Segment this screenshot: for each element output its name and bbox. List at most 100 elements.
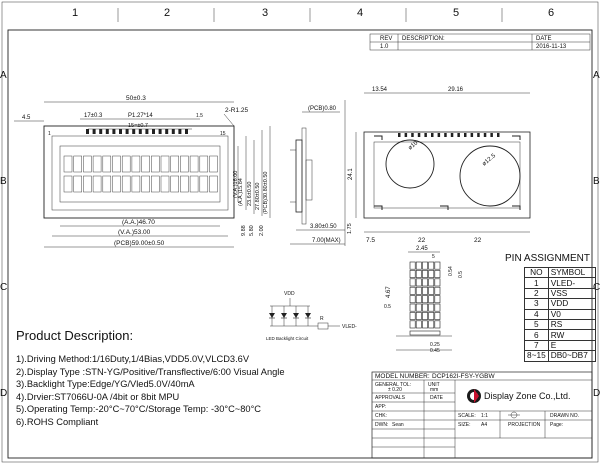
pin-pad bbox=[138, 129, 142, 134]
tb-model-label: MODEL NUMBER: bbox=[375, 373, 430, 380]
pixel-dot bbox=[428, 278, 435, 287]
pin-header-symbol: SYMBOL bbox=[547, 266, 597, 279]
pin-pad bbox=[125, 129, 129, 134]
rev-date-header: DATE bbox=[536, 36, 552, 42]
back-pin bbox=[464, 133, 467, 137]
col-4: 4 bbox=[357, 7, 363, 19]
pin-no: 7 bbox=[524, 339, 549, 352]
back-pin bbox=[437, 133, 441, 137]
product-description: Product Description: 1).Driving Method:1… bbox=[16, 328, 346, 429]
back-pin bbox=[424, 133, 427, 137]
led-icon bbox=[305, 313, 311, 318]
pixel-dot bbox=[422, 286, 428, 295]
col-6: 6 bbox=[548, 7, 554, 19]
char-cell bbox=[151, 175, 160, 193]
pixel-dot bbox=[415, 286, 422, 295]
mount-tab bbox=[374, 135, 383, 140]
mount-tab bbox=[512, 205, 521, 210]
pin-pad bbox=[152, 129, 155, 134]
dim-pix-h: 0.45 bbox=[430, 348, 440, 354]
pixel-dot bbox=[428, 320, 435, 329]
pin-symbol: VLED- bbox=[547, 277, 597, 289]
dim-pix-e: 4.67 bbox=[386, 286, 392, 298]
pin-symbol: RW bbox=[547, 329, 597, 341]
description-heading: Product Description: bbox=[16, 328, 134, 343]
side-view: (PCB)0.80 3.80±0.50 7.00(MAX) bbox=[290, 100, 346, 246]
char-cell bbox=[160, 155, 170, 173]
tb-page: Page: bbox=[550, 422, 563, 428]
pixel-dot bbox=[428, 261, 435, 270]
char-cell bbox=[102, 175, 112, 193]
char-cell bbox=[209, 155, 218, 173]
revision-block: REV DESCRIPTION: DATE 1.0 2016-11-13 bbox=[369, 33, 591, 51]
char-cell bbox=[102, 155, 112, 173]
pixel-dot bbox=[422, 303, 428, 312]
pin-pad bbox=[92, 129, 96, 134]
dim-d4: 1.75 bbox=[347, 223, 353, 234]
pin-symbol: DB0~DB7 bbox=[547, 350, 597, 362]
dim-va-width: (V.A.)53.00 bbox=[118, 229, 151, 236]
pin-pad bbox=[158, 129, 162, 134]
dim-hole1: ø10 bbox=[407, 140, 419, 152]
pixel-dot bbox=[409, 270, 416, 278]
pixel-dot bbox=[434, 312, 441, 320]
dim-h2: 27.80±0.50 bbox=[255, 183, 261, 211]
char-cell bbox=[92, 155, 102, 173]
tb-dwn-val: Sean bbox=[392, 422, 404, 428]
front-view: 1 15 50±0.3 P1.27*14 15=±0.7 17±0.3 4.5 … bbox=[14, 95, 353, 248]
dim-aa-width: (A.A.)46.70 bbox=[122, 219, 155, 226]
tb-app: APP: bbox=[375, 404, 386, 410]
back-pin bbox=[483, 133, 487, 137]
description-item: 3).Backlight Type:Edge/YG/Vled5.0V/40mA bbox=[16, 379, 195, 390]
dim-pix-d: 0.54 bbox=[448, 266, 454, 276]
pin-pad bbox=[145, 129, 149, 134]
tb-company: Display Zone Co.,Ltd. bbox=[484, 391, 571, 401]
dim-back-c: 24.1 bbox=[348, 168, 354, 180]
pixel-dot bbox=[409, 261, 416, 270]
dim-pin-pitch: P1.27*14 bbox=[128, 113, 153, 119]
pin-symbol: VDD bbox=[547, 298, 597, 310]
char-cell bbox=[209, 175, 218, 193]
back-pin bbox=[411, 133, 414, 137]
tb-size: SIZE: bbox=[458, 422, 471, 428]
dim-pitch-val: 1.5 bbox=[196, 113, 203, 119]
row-b-right: B bbox=[593, 176, 600, 187]
led-icon bbox=[293, 313, 299, 318]
pin-pad bbox=[112, 129, 116, 134]
back-pin bbox=[450, 133, 454, 137]
row-c-right: C bbox=[593, 282, 600, 293]
bezel-outline bbox=[51, 135, 229, 211]
pixel-dot bbox=[409, 278, 416, 287]
mount-tab bbox=[512, 135, 521, 140]
pin-pad bbox=[86, 129, 89, 134]
back-pin bbox=[497, 133, 500, 137]
dim-back-d: 7.5 bbox=[366, 237, 375, 244]
backlight-circuit: VDD R VLED- LED Backlight Circuit bbox=[266, 291, 357, 341]
dim-corner-radius: 2-R1.25 bbox=[225, 107, 249, 114]
pixel-dot bbox=[422, 278, 428, 287]
pixel-dot bbox=[422, 295, 428, 304]
char-cell bbox=[112, 175, 121, 193]
rev-date: 2016-11-13 bbox=[536, 44, 567, 50]
dim-d3: 2.00 bbox=[259, 225, 265, 236]
description-item: 1).Driving Method:1/16Duty,1/4Bias,VDD5.… bbox=[16, 354, 250, 364]
back-pin bbox=[490, 133, 493, 137]
dim-back-a: 13.54 bbox=[372, 87, 388, 93]
dim-pin-offset: 17±0.3 bbox=[84, 113, 103, 119]
col-3: 3 bbox=[262, 7, 268, 19]
pin-symbol: V0 bbox=[547, 308, 597, 320]
pixel-dot bbox=[428, 295, 435, 304]
pin-no: 2 bbox=[524, 287, 549, 300]
col-1: 1 bbox=[72, 7, 78, 19]
pin-no: 8~15 bbox=[524, 350, 549, 362]
pixel-dot bbox=[434, 278, 441, 287]
pin-symbol: E bbox=[547, 339, 597, 352]
dim-back-b: 29.16 bbox=[448, 87, 464, 93]
bl-caption: LED Backlight Circuit bbox=[266, 336, 309, 341]
pixel-dot bbox=[434, 270, 441, 278]
tb-dwn: DWN: bbox=[375, 422, 388, 428]
pixel-dot bbox=[415, 278, 422, 287]
